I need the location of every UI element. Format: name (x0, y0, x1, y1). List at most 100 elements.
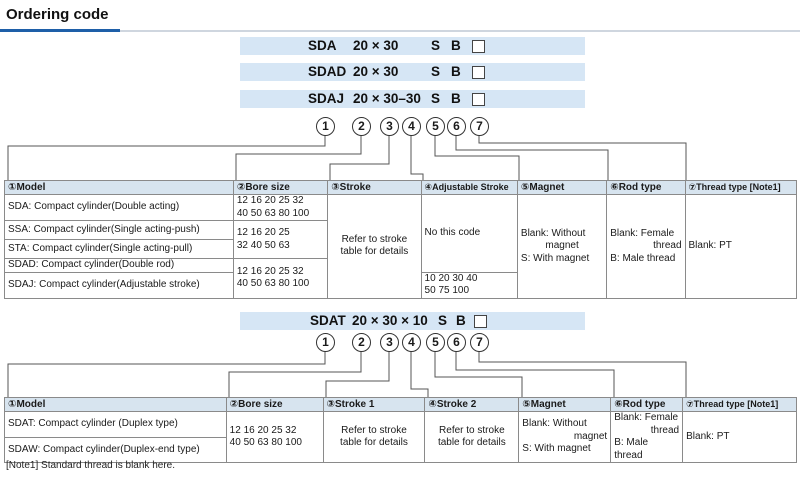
position-marker-2: 2 (352, 117, 371, 136)
magnet-line: Blank: Without (522, 418, 587, 430)
code-bar-sdad (240, 63, 585, 81)
code-s: S (438, 313, 448, 328)
bore-line: 12 16 20 25 (236, 227, 290, 238)
bore-line: 12 16 20 25 32 (229, 424, 297, 436)
header-rod-type: ⑥Rod type (606, 180, 686, 195)
rod-line: B: Male thread (610, 252, 676, 264)
header-model: ①Model (4, 397, 227, 412)
position-marker-4: 4 (402, 333, 421, 352)
stroke-line: Refer to stroke (341, 233, 408, 245)
header-stroke-2: ④Stroke 2 (424, 397, 520, 412)
rod-line: Blank: Female (614, 412, 679, 423)
magnet-cell: Blank: Without magnet S: With magnet (516, 194, 608, 299)
bore-line: 40 50 63 80 100 (236, 278, 310, 290)
table-row: SDAJ: Compact cylinder(Adjustable stroke… (4, 271, 797, 299)
bore-line: 32 40 50 63 (236, 239, 290, 251)
header-rod-type: ⑥Rod type (610, 397, 684, 412)
bore-line: 40 50 63 80 100 (229, 437, 302, 448)
position-marker-6: 6 (447, 117, 466, 136)
code-b: B (451, 38, 461, 53)
stroke-1-cell: Refer to stroke table for details (322, 411, 426, 463)
header-thread-type: ⑦Thread type [Note1] (682, 397, 797, 412)
table-header-row: ①Model ②Bore size ③Stroke 1 ④Stroke 2 ⑤M… (4, 397, 797, 412)
header-stroke: ③Stroke (327, 180, 422, 195)
header-magnet: ⑤Magnet (518, 397, 612, 412)
stroke-line: table for details (340, 246, 409, 258)
code-model: SDAT (310, 313, 346, 328)
bore-size-cell: 12 16 20 25 32 40 50 63 80 100 (232, 258, 329, 299)
code-option-box (474, 315, 487, 328)
thread-type-cell: Blank: PT (684, 194, 798, 299)
bore-line: 40 50 63 80 100 (236, 207, 310, 219)
bore-line: 12 16 20 25 32 (236, 265, 304, 277)
bore-size-cell: 12 16 20 25 32 40 50 63 (232, 220, 329, 259)
magnet-line: Blank: Without (520, 227, 586, 239)
stroke-line: Refer to stroke (341, 424, 407, 436)
header-model: ①Model (4, 180, 234, 195)
table-header-row: ①Model ②Bore size ③Stroke ④Adjustable St… (4, 180, 798, 195)
magnet-line: magnet (545, 240, 579, 251)
code-option-box (472, 93, 485, 106)
header-bore-size: ②Bore size (225, 397, 324, 412)
adjustable-stroke-cell: No this code (420, 194, 518, 273)
position-marker-3: 3 (380, 117, 399, 136)
position-marker-1: 1 (316, 117, 335, 136)
position-marker-7: 7 (470, 333, 489, 352)
code-option-box (472, 40, 485, 53)
magnet-line: S: With magnet (520, 252, 590, 264)
title-accent-bar (0, 29, 120, 32)
bore-size-cell: 12 16 20 25 32 40 50 63 80 100 (232, 194, 329, 221)
table-row: SSA: Compact cylinder(Single acting-push… (4, 220, 797, 259)
magnet-line: magnet (573, 430, 608, 442)
position-marker-7: 7 (470, 117, 489, 136)
position-marker-5: 5 (426, 333, 445, 352)
code-size: 20 × 30–30 (353, 91, 421, 106)
position-marker-3: 3 (380, 333, 399, 352)
bore-line: 12 16 20 25 32 (236, 195, 304, 206)
code-model: SDA (308, 38, 337, 53)
position-marker-4: 4 (402, 117, 421, 136)
footnote: [Note1] Standard thread is blank here. (6, 460, 175, 471)
model-cell: STA: Compact cylinder(Single acting-pull… (4, 239, 234, 259)
ordering-table-duplex: ①Model ②Bore size ③Stroke 1 ④Stroke 2 ⑤M… (4, 397, 797, 463)
stroke-2-cell: Refer to stroke table for details (424, 411, 520, 463)
code-option-box (472, 66, 485, 79)
position-marker-5: 5 (426, 117, 445, 136)
code-b: B (451, 64, 461, 79)
page-title: Ordering code (6, 6, 109, 23)
header-magnet: ⑤Magnet (516, 180, 608, 195)
header-thread-type: ⑦Thread type [Note1] (684, 180, 798, 195)
position-marker-2: 2 (352, 333, 371, 352)
adjustable-values-cell: 10 20 30 40 50 75 100 (420, 271, 518, 299)
title-divider (0, 30, 800, 32)
model-cell: SDAW: Compact cylinder(Duplex-end type) (4, 436, 227, 463)
code-s: S (431, 64, 441, 79)
code-bar-sda (240, 37, 585, 55)
stroke-line: table for details (437, 437, 506, 448)
table-row: SDAD: Compact cylinder(Double rod) 12 16… (4, 258, 797, 299)
code-size: 20 × 30 × 10 (352, 313, 428, 328)
stroke-cell: Refer to stroke table for details (327, 194, 422, 299)
header-adjustable-stroke: ④Adjustable Stroke (420, 180, 518, 195)
model-cell: SSA: Compact cylinder(Single acting-push… (4, 220, 234, 240)
model-cell: SDAD: Compact cylinder(Double rod) (4, 258, 234, 273)
code-size: 20 × 30 (353, 38, 399, 53)
rod-line: thread (650, 424, 680, 436)
thread-type-cell: Blank: PT (682, 411, 797, 463)
adjustable-line: 50 75 100 (424, 285, 470, 296)
code-bar-sdaj (240, 90, 585, 108)
table-row: STA: Compact cylinder(Single acting-pull… (4, 239, 797, 259)
code-size: 20 × 30 (353, 64, 399, 79)
model-cell: SDAJ: Compact cylinder(Adjustable stroke… (4, 271, 234, 299)
rod-type-cell: Blank: Female thread B: Male thread (610, 411, 684, 463)
header-bore-size: ②Bore size (232, 180, 329, 195)
rod-line: thread (653, 240, 682, 251)
table-row: SDAT: Compact cylinder (Duplex type) 12 … (4, 411, 797, 463)
stroke-line: Refer to stroke (439, 424, 505, 436)
rod-line: Blank: Female (610, 227, 675, 239)
code-s: S (431, 91, 441, 106)
position-marker-1: 1 (316, 333, 335, 352)
bore-size-cell: 12 16 20 25 32 40 50 63 80 100 (225, 411, 324, 463)
code-s: S (431, 38, 441, 53)
